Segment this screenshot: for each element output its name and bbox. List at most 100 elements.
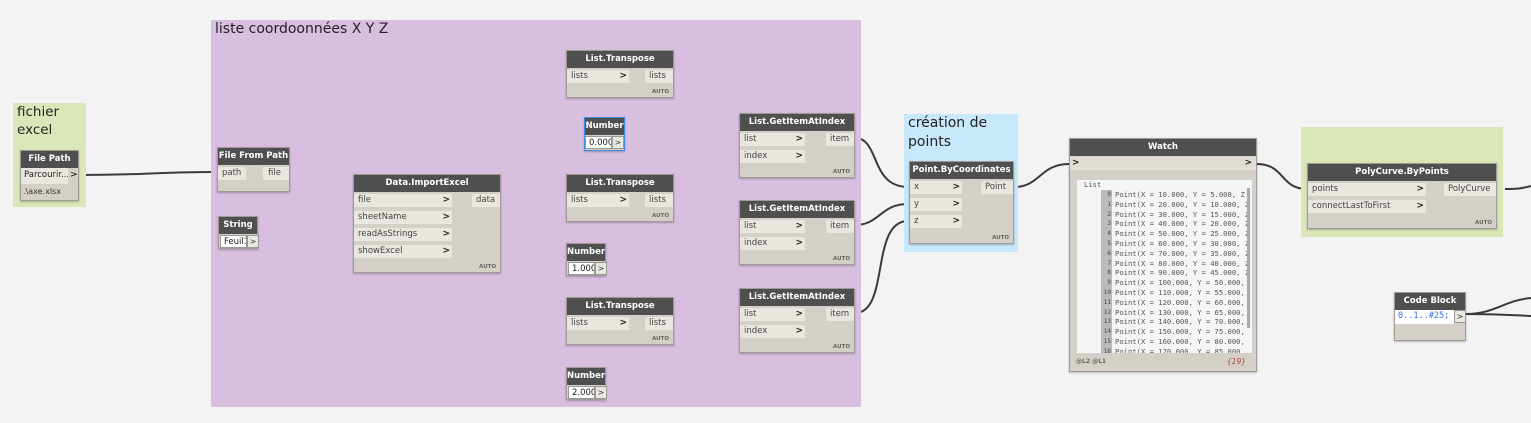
output-port-item[interactable]: item <box>826 133 854 146</box>
watch-item-text: Point(X = 100.000, Y = 50.000, <box>1115 278 1245 288</box>
chevron-right-icon: > <box>619 318 627 328</box>
polycurve-by-points-node[interactable]: PolyCurve.ByPoints points> connectLastTo… <box>1307 163 1497 229</box>
auto-label: AUTO <box>479 264 496 270</box>
port-label: connectLastToFirst <box>1312 201 1391 211</box>
chevron-right-icon: > <box>952 182 960 192</box>
number-node-1[interactable]: Number 0.000 > <box>584 117 625 151</box>
watch-item-index: 11 <box>1101 297 1112 308</box>
get-item-at-index-node-1[interactable]: List.GetItemAtIndex list> index> item AU… <box>739 113 855 178</box>
get-item-at-index-node-2[interactable]: List.GetItemAtIndex list> index> item AU… <box>739 200 855 265</box>
port-label: y <box>914 199 920 209</box>
input-port-connectlasttofirst[interactable]: connectLastToFirst> <box>1308 200 1426 213</box>
number-node-2[interactable]: Number 1.000 > <box>566 243 607 276</box>
group-title: liste coordoonnées X Y Z <box>215 21 389 37</box>
output-port-lists[interactable]: lists <box>645 70 673 83</box>
input-port-index[interactable]: index> <box>740 325 805 338</box>
input-port-index[interactable]: index> <box>740 237 805 250</box>
chevron-right-icon: > <box>1072 158 1080 168</box>
node-title: List.GetItemAtIndex <box>740 201 854 218</box>
file-from-path-node[interactable]: File From Path path file <box>217 147 290 192</box>
watch-item-text: Point(X = 160.000, Y = 80.000, <box>1115 336 1245 346</box>
node-title: List.GetItemAtIndex <box>740 114 854 131</box>
watch-item-text: Point(X = 170.000, Y = 85.000 <box>1115 346 1241 354</box>
watch-item-index: 2 <box>1101 209 1112 220</box>
scrollbar[interactable] <box>1247 188 1250 328</box>
output-chevron-icon[interactable]: > <box>595 386 607 399</box>
output-port-item[interactable]: item <box>826 220 854 233</box>
input-port-lists[interactable]: lists> <box>567 317 629 330</box>
input-port-list[interactable]: list> <box>740 308 805 321</box>
point-by-coordinates-node[interactable]: Point.ByCoordinates x> y> z> Point AUTO <box>909 161 1014 244</box>
file-path-node[interactable]: File Path Parcourir... > .\axe.xlsx <box>20 150 79 201</box>
port-label: item <box>830 309 850 319</box>
input-port-points[interactable]: points> <box>1308 183 1426 196</box>
input-port-lists[interactable]: lists> <box>567 194 629 207</box>
input-port-path[interactable]: path <box>218 167 246 180</box>
browse-button[interactable]: Parcourir... <box>21 168 68 184</box>
input-port-z[interactable]: z> <box>910 215 962 228</box>
input-port-sheetname[interactable]: sheetName> <box>354 211 452 224</box>
output-chevron-icon[interactable]: > <box>595 262 607 275</box>
string-value[interactable]: Feuil1 <box>220 235 247 248</box>
input-port-lists[interactable]: lists> <box>567 70 629 83</box>
output-port-file[interactable]: file <box>263 167 289 180</box>
watch-item-text: Point(X = 90.000, Y = 45.000, Z <box>1115 268 1250 278</box>
wire <box>1256 163 1308 190</box>
input-port-index[interactable]: index> <box>740 150 805 163</box>
number-value[interactable]: 2.000 <box>568 386 595 399</box>
port-label: index <box>744 151 768 161</box>
list-transpose-node-2[interactable]: List.Transpose lists> lists AUTO <box>566 174 674 222</box>
input-port-showexcel[interactable]: showExcel> <box>354 245 452 258</box>
input-port-y[interactable]: y> <box>910 198 962 211</box>
wire <box>78 171 217 176</box>
get-item-at-index-node-3[interactable]: List.GetItemAtIndex list> index> item AU… <box>739 288 855 353</box>
output-port-lists[interactable]: lists <box>645 194 673 207</box>
list-transpose-node-3[interactable]: List.Transpose lists> lists AUTO <box>566 297 674 345</box>
input-port-list[interactable]: list> <box>740 220 805 233</box>
port-label: path <box>222 168 242 178</box>
watch-item-index: 3 <box>1101 219 1112 230</box>
import-excel-node[interactable]: Data.ImportExcel file> sheetName> readAs… <box>353 174 501 273</box>
watch-item-text: Point(X = 120.000, Y = 60.000, <box>1115 297 1245 307</box>
list-transpose-node-1[interactable]: List.Transpose lists> lists AUTO <box>566 50 674 98</box>
input-port-watch[interactable]: >> <box>1070 157 1256 170</box>
output-port-polycurve[interactable]: PolyCurve <box>1444 183 1496 196</box>
chevron-right-icon: > <box>442 246 450 256</box>
chevron-right-icon: > <box>1244 158 1252 168</box>
output-chevron-icon[interactable]: > <box>70 170 78 180</box>
port-label: readAsStrings <box>358 229 418 239</box>
input-port-readasstrings[interactable]: readAsStrings> <box>354 228 452 241</box>
output-chevron-icon[interactable]: > <box>1454 310 1466 323</box>
wire <box>854 203 909 226</box>
node-title: List.GetItemAtIndex <box>740 289 854 306</box>
wire <box>1465 297 1531 315</box>
output-chevron-icon[interactable]: > <box>612 136 624 149</box>
group-title: création de points <box>908 115 988 150</box>
output-port-point[interactable]: Point <box>981 181 1013 194</box>
code-editor[interactable]: 0..1..#25; <box>1395 310 1454 324</box>
output-port-data[interactable]: data <box>472 194 500 207</box>
input-port-list[interactable]: list> <box>740 133 805 146</box>
output-port-lists[interactable]: lists <box>645 317 673 330</box>
watch-item-index: 5 <box>1101 238 1112 249</box>
input-port-file[interactable]: file> <box>354 194 452 207</box>
port-label: list <box>744 221 757 231</box>
number-value[interactable]: 0.000 <box>585 136 612 149</box>
wire <box>854 220 909 314</box>
code-block-node[interactable]: Code Block 0..1..#25; > <box>1394 292 1466 341</box>
watch-item-index: 16 <box>1101 346 1112 353</box>
output-port-item[interactable]: item <box>826 308 854 321</box>
auto-label: AUTO <box>833 169 850 175</box>
input-port-x[interactable]: x> <box>910 181 962 194</box>
watch-item-text: Point(X = 20.000, Y = 10.000, Z <box>1115 199 1250 209</box>
string-node[interactable]: String Feuil1 > <box>218 216 259 249</box>
output-chevron-icon[interactable]: > <box>247 235 259 248</box>
watch-item-index: 1 <box>1101 199 1112 210</box>
number-value[interactable]: 1.000 <box>568 262 595 275</box>
number-node-3[interactable]: Number 2.000 > <box>566 367 607 400</box>
